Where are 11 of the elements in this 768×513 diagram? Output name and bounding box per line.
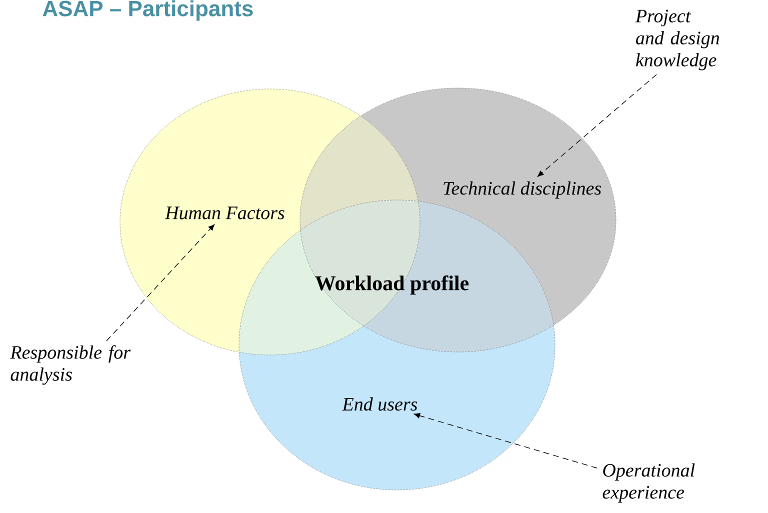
arrow — [414, 413, 598, 468]
ellipse-label: Human Factors — [164, 206, 284, 220]
note-text: Project and design knowledge — [635, 10, 720, 70]
title: ASAP – Participants — [42, 0, 253, 21]
arrow — [537, 74, 657, 177]
ellipse-label: End users — [342, 397, 418, 411]
ellipse-label: Technical disciplines — [444, 181, 602, 199]
note-text: Operational experience — [602, 463, 695, 503]
note-text: Responsible for analysis — [10, 345, 131, 385]
center-label: Workload profile — [315, 275, 469, 295]
arrow — [106, 224, 215, 342]
